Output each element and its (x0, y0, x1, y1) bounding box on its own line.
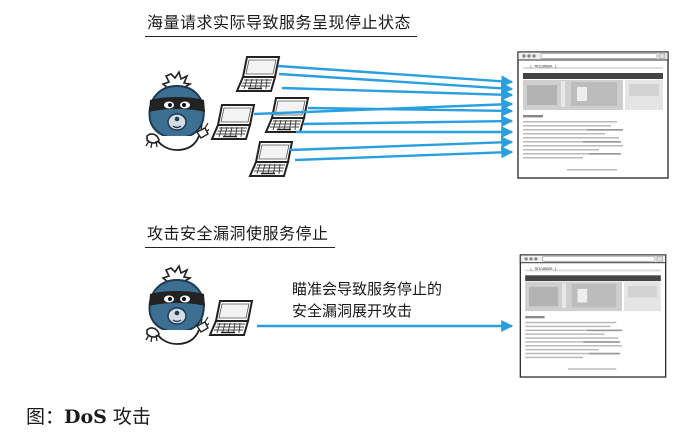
arrow-icon (281, 86, 514, 101)
laptop-icon (209, 300, 253, 336)
laptop-icon (211, 104, 255, 140)
site-title: [ TRICORDER ] (530, 65, 557, 69)
hacker-icon (145, 71, 209, 151)
section1-heading: 海量请求实际导致服务呈现停止状态 (145, 9, 418, 37)
caption-dos: DoS (64, 406, 107, 428)
caption-suffix: 攻击 (106, 406, 151, 428)
exploit-note-line2: 安全漏洞展开攻击 (292, 302, 413, 320)
arrow-icon (289, 136, 514, 152)
exploit-note: 瞄准会导致服务停止的 安全漏洞展开攻击 (292, 278, 442, 322)
hacker-icon (145, 265, 209, 345)
site-title: [ TRICORDER ] (530, 267, 557, 271)
arrow-icon (307, 104, 514, 117)
section2-heading: 攻击安全漏洞使服务停止 (145, 220, 335, 248)
laptop-icon (236, 56, 280, 92)
browser-window-icon (519, 254, 667, 378)
arrow-icon (294, 146, 514, 162)
laptop-icon (265, 97, 309, 133)
arrow-icon (278, 72, 514, 95)
arrow-icon (277, 64, 514, 88)
figure-caption: 图：DoS 攻击 (26, 402, 151, 429)
caption-prefix: 图： (26, 406, 65, 428)
browser-window-icon (517, 51, 669, 179)
exploit-note-line1: 瞄准会导致服务停止的 (292, 280, 443, 298)
arrow-icon (302, 115, 514, 128)
laptop-icon (249, 141, 293, 177)
